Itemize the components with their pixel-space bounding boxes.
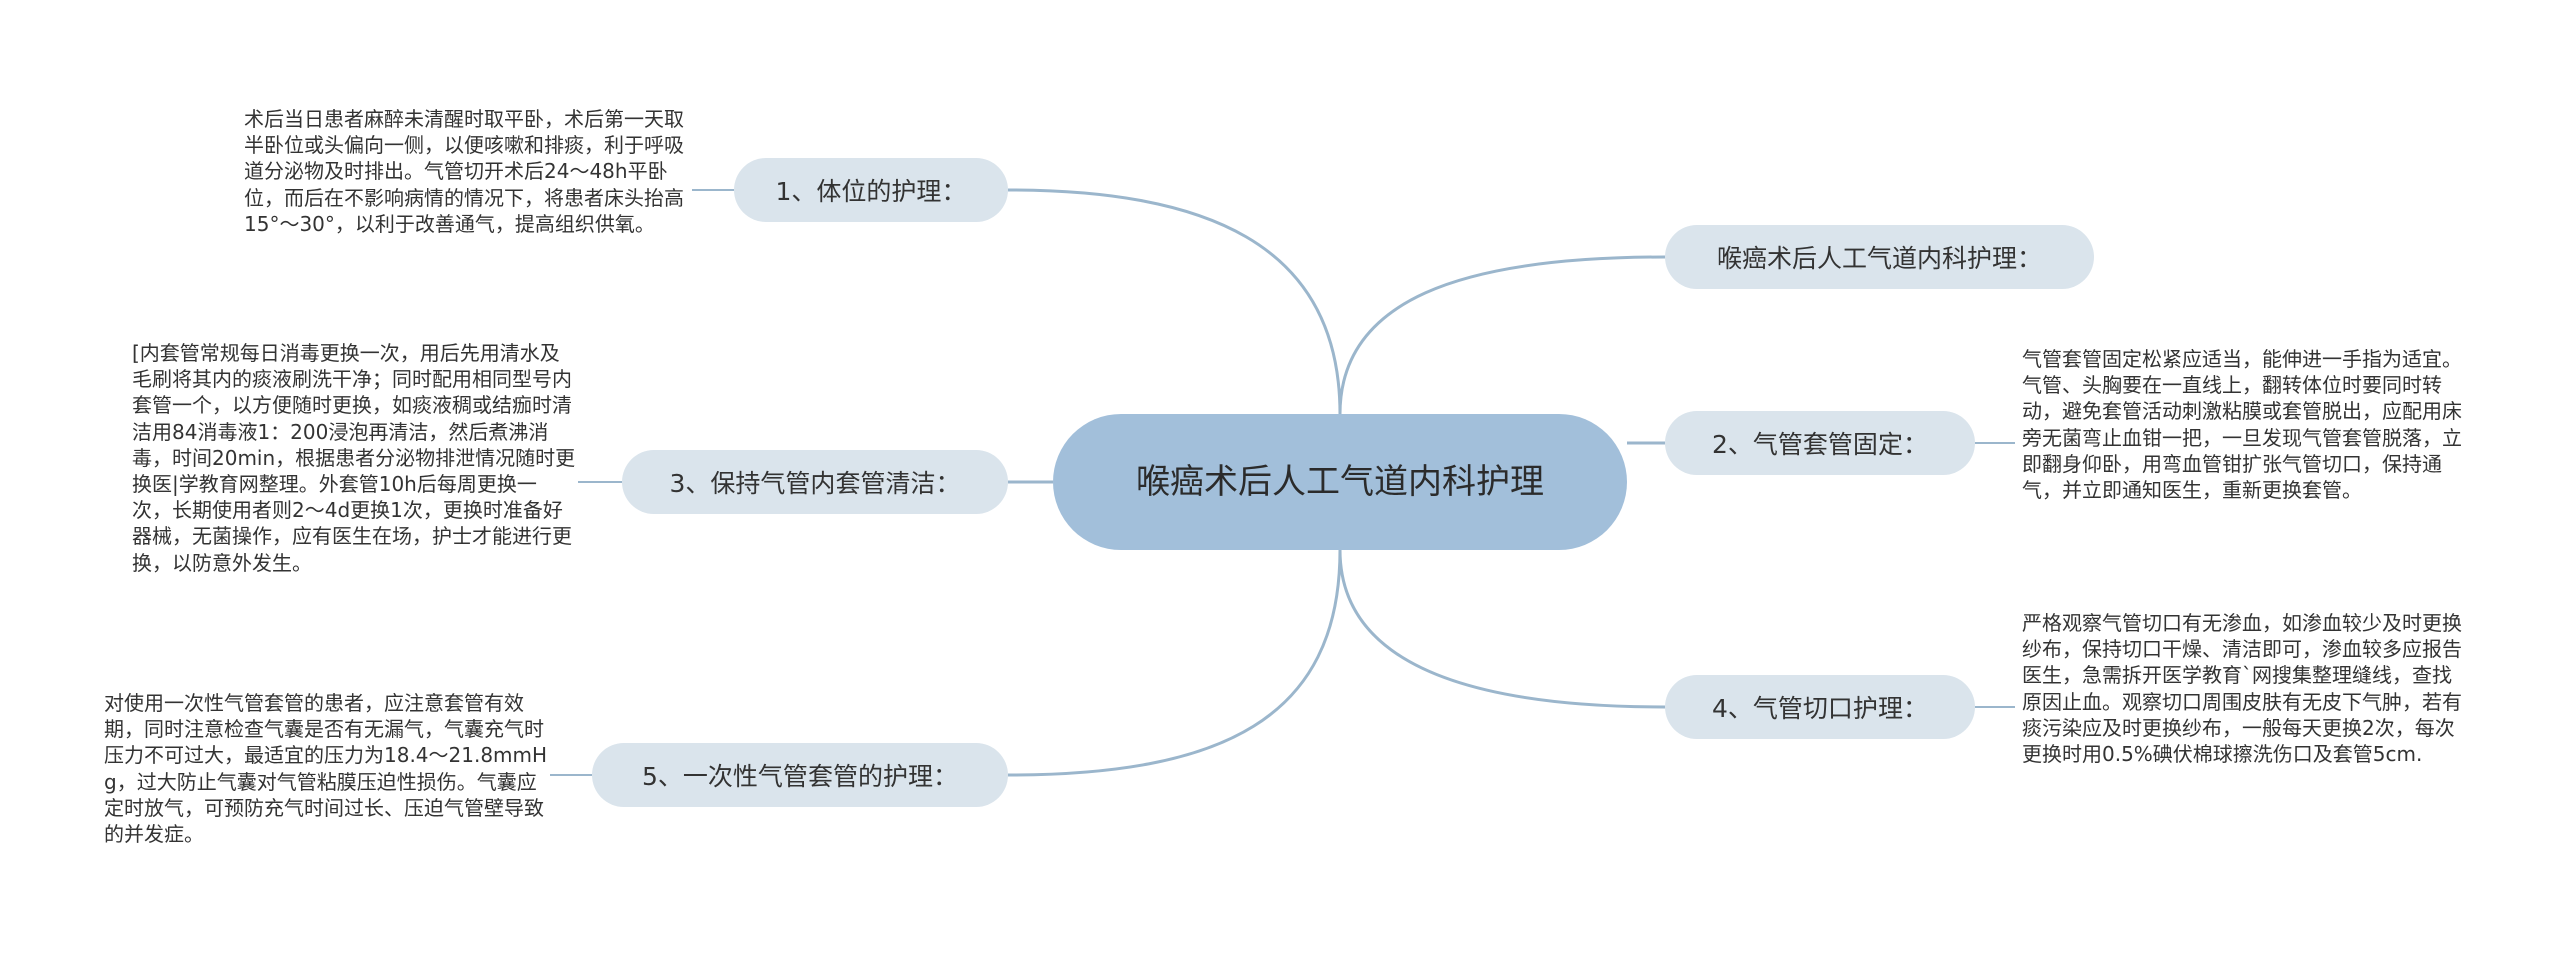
branch-体位的护理[interactable]: 1、体位的护理：: [734, 158, 1008, 222]
branch-喉癌术后人工气道内科护理[interactable]: 喉癌术后人工气道内科护理：: [1665, 225, 2094, 289]
detail-保持气管内套管清洁: [内套管常规每日消毒更换一次，用后先用清水及毛刷将其内的痰液刷洗干净；同时配用相…: [132, 341, 576, 575]
root-topic[interactable]: 喉癌术后人工气道内科护理: [1053, 414, 1627, 550]
branch-一次性气管套管的护理[interactable]: 5、一次性气管套管的护理：: [592, 743, 1008, 807]
detail-一次性气管套管的护理: 对使用一次性气管套管的患者，应注意套管有效期，同时注意检查气囊是否有无漏气，气囊…: [104, 691, 548, 847]
connector-root-to-喉癌术后人工气道内科护理: [1338, 255, 1666, 415]
detail-体位的护理: 术后当日患者麻醉未清醒时取平卧，术后第一天取半卧位或头偏向一侧，以便咳嗽和排痰，…: [244, 107, 684, 236]
branch-气管切口护理[interactable]: 4、气管切口护理：: [1665, 675, 1975, 739]
connector-root-to-体位的护理: [1007, 188, 1342, 415]
detail-气管套管固定: 气管套管固定松紧应适当，能伸进一手指为适宜。气管、头胸要在一直线上，翻转体位时要…: [2022, 347, 2462, 503]
branch-气管套管固定[interactable]: 2、气管套管固定：: [1665, 411, 1975, 475]
detail-气管切口护理: 严格观察气管切口有无渗血，如渗血较少及时更换纱布，保持切口干燥、清洁即可，渗血较…: [2022, 611, 2462, 767]
connector-root-to-气管切口护理: [1338, 549, 1666, 709]
branch-保持气管内套管清洁[interactable]: 3、保持气管内套管清洁：: [622, 450, 1008, 514]
connector-root-to-一次性气管套管的护理: [1007, 549, 1342, 777]
